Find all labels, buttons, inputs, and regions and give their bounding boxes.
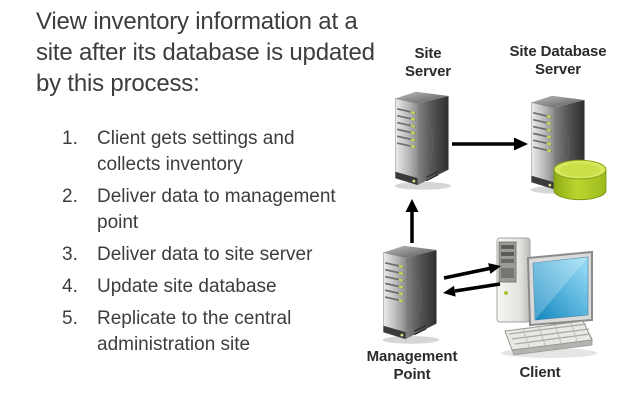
step-number: 1. xyxy=(62,128,78,149)
process-step: 4. Update site database xyxy=(62,274,362,300)
arrow-mp-to-site-server-icon xyxy=(405,199,419,243)
site-database-server-label: Site Database Server xyxy=(509,43,607,78)
step-text: Client gets settings and collects invent… xyxy=(97,128,295,175)
site-server-label: Site Server xyxy=(404,45,452,80)
process-step: 3. Deliver data to site server xyxy=(62,242,362,268)
process-step: 2. Deliver data to management point xyxy=(62,184,362,236)
step-number: 5. xyxy=(62,308,78,329)
step-text: Deliver data to site server xyxy=(97,244,313,265)
client-tower xyxy=(496,237,531,323)
process-step: 5. Replicate to the central administrati… xyxy=(62,306,362,358)
database-cylinder-icon xyxy=(553,159,607,201)
step-text: Replicate to the central administration … xyxy=(97,308,292,355)
desktop-computer-icon xyxy=(496,237,597,358)
step-text: Deliver data to management point xyxy=(97,186,336,233)
step-number: 4. xyxy=(62,276,78,297)
step-number: 2. xyxy=(62,186,78,207)
server-tower-icon xyxy=(381,244,440,345)
server-tower-icon xyxy=(393,90,452,191)
step-number: 3. xyxy=(62,244,78,265)
process-step: 1. Client gets settings and collects inv… xyxy=(62,126,362,178)
client-keyboard xyxy=(504,320,593,356)
step-text: Update site database xyxy=(97,276,277,297)
client-label: Client xyxy=(519,364,561,381)
page-title: View inventory information at a site aft… xyxy=(36,8,375,97)
arrow-site-server-to-db-icon xyxy=(452,137,528,151)
process-steps: 1. Client gets settings and collects inv… xyxy=(62,126,362,364)
client-monitor-screen xyxy=(532,256,589,321)
client-monitor xyxy=(526,250,593,342)
management-point-label: Management Point xyxy=(366,348,458,383)
